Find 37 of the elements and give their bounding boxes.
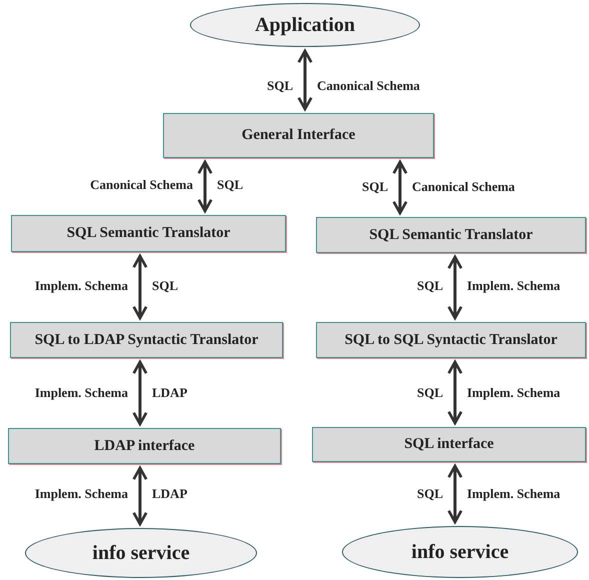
edge-label: Implem. Schema xyxy=(34,278,128,294)
annotation-text: LDAP xyxy=(152,385,188,401)
process-box: SQL to SQL Syntactic Translator xyxy=(316,322,586,358)
ellipse-node: info service xyxy=(25,528,257,578)
ellipse-node: info service xyxy=(342,526,578,578)
double-arrow xyxy=(392,160,408,214)
edge-label: SQL xyxy=(416,278,443,294)
process-box: General Interface xyxy=(163,113,434,158)
annotation-text: LDAP xyxy=(152,486,188,502)
double-arrow xyxy=(197,160,213,212)
double-arrow xyxy=(132,466,148,526)
process-box: SQL to LDAP Syntactic Translator xyxy=(10,322,283,358)
edge-label: Implem. Schema xyxy=(34,486,128,502)
edge-label: SQL xyxy=(362,179,388,195)
annotation-text: SQL xyxy=(217,177,244,193)
edge-label: SQL xyxy=(416,486,443,502)
process-box: SQL Semantic Translator xyxy=(316,217,586,253)
double-arrow xyxy=(447,256,463,320)
edge-label: Implem. Schema xyxy=(34,385,128,401)
annotation-text: Canonical Schema xyxy=(317,78,420,94)
annotation-text: SQL xyxy=(152,278,178,294)
double-arrow xyxy=(447,360,463,424)
process-box: SQL Semantic Translator xyxy=(11,215,286,252)
process-box: LDAP interface xyxy=(8,428,281,464)
annotation-text: Implem. Schema xyxy=(467,278,560,294)
double-arrow xyxy=(297,50,313,110)
annotation-text: Implem. Schema xyxy=(467,385,560,401)
edge-label: SQL xyxy=(416,385,443,401)
annotation-text: Implem. Schema xyxy=(467,486,560,502)
double-arrow xyxy=(447,464,463,524)
ellipse-node: Application xyxy=(190,3,420,47)
process-box: SQL interface xyxy=(312,427,586,462)
edge-label: SQL xyxy=(266,78,293,94)
double-arrow xyxy=(132,254,148,320)
double-arrow xyxy=(132,360,148,426)
annotation-text: Canonical Schema xyxy=(412,179,515,195)
edge-label: Canonical Schema xyxy=(90,177,193,193)
